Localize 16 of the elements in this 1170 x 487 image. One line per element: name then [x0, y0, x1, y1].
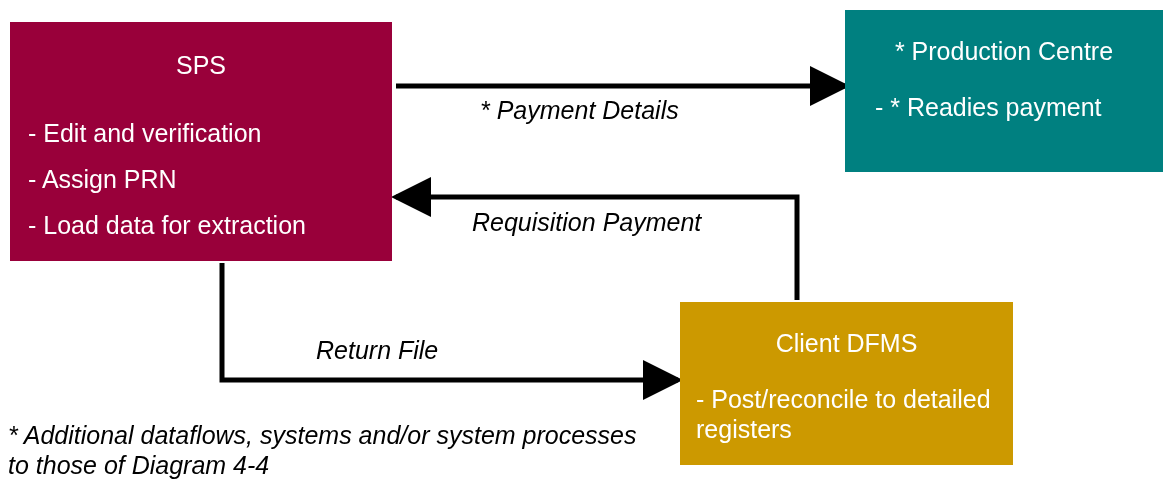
list-item: - Post/reconcile to detailed registers: [696, 384, 992, 444]
box-heading: SPS: [175, 50, 227, 80]
edge-label: Return File: [316, 336, 439, 365]
list-item: - * Readies payment: [875, 92, 1103, 122]
edge-label: * Payment Details: [480, 96, 679, 125]
arrow: [391, 177, 800, 300]
edge-label: Requisition Payment: [472, 208, 702, 237]
footnote: * Additional dataflows, systems and/or system processes to those of Diagram 4-4: [8, 420, 638, 480]
list-item: - Assign PRN: [28, 164, 178, 194]
box-heading: * Production Centre: [893, 36, 1115, 66]
process-box: [680, 302, 1013, 465]
process-box: [10, 22, 392, 261]
process-box: [845, 10, 1163, 172]
list-item: - Edit and verification: [28, 118, 263, 148]
list-item: - Load data for extraction: [28, 210, 307, 240]
box-heading: Client DFMS: [774, 328, 919, 358]
